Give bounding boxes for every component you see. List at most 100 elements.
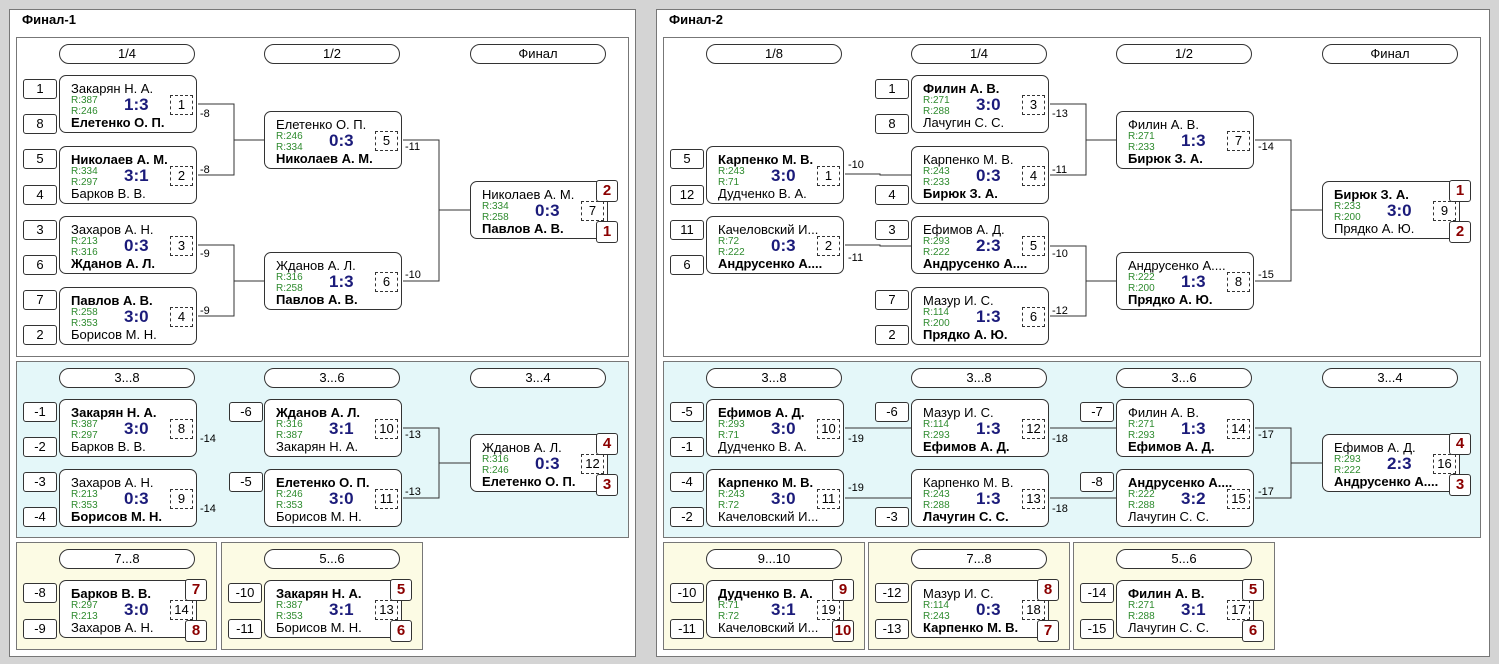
match-card[interactable]: Елетенко О. П. R:246 R:353 3:0 11 Борисо… <box>264 469 402 527</box>
player-2-rating: R:222 <box>718 247 745 258</box>
loser-destination: -13 <box>405 486 421 498</box>
match-card[interactable]: Закарян Н. А. R:387 R:246 1:3 1 Елетенко… <box>59 75 197 133</box>
match-card[interactable]: Мазур И. С. R:114 R:243 0:3 18 Карпенко … <box>911 580 1049 638</box>
match-card[interactable]: Николаев А. М. R:334 R:297 3:1 2 Барков … <box>59 146 197 204</box>
player-1-rating: R:271 <box>1128 419 1155 430</box>
player-1-rating: R:114 <box>923 419 949 430</box>
loser-destination: -8 <box>200 164 210 176</box>
match-card[interactable]: Андрусенко А.... R:222 R:288 3:2 15 Лачу… <box>1116 469 1254 527</box>
place-badge: 3 <box>1449 474 1471 496</box>
match-card[interactable]: Ефимов А. Д. R:293 R:222 2:3 16 Андрусен… <box>1322 434 1460 492</box>
seed-box: 6 <box>670 255 704 275</box>
match-card[interactable]: Филин А. В. R:271 R:288 3:0 3 Лачугин С.… <box>911 75 1049 133</box>
player-1-name: Захаров А. Н. <box>71 475 154 490</box>
player-2-rating: R:288 <box>1128 611 1155 622</box>
match-card[interactable]: Захаров А. Н. R:213 R:316 0:3 3 Жданов А… <box>59 216 197 274</box>
player-2-rating: R:293 <box>923 430 950 441</box>
player-1-rating: R:246 <box>276 489 303 500</box>
loser-destination: -13 <box>1052 108 1068 120</box>
match-score: 0:3 <box>771 236 796 255</box>
match-score: 0:3 <box>535 201 560 220</box>
seed-box: 1 <box>875 79 909 99</box>
match-card[interactable]: Елетенко О. П. R:246 R:334 0:3 5 Николае… <box>264 111 402 169</box>
match-card[interactable]: Андрусенко А.... R:222 R:200 1:3 8 Прядк… <box>1116 252 1254 310</box>
match-score: 1:3 <box>1181 272 1206 291</box>
loser-destination: -10 <box>1052 248 1068 260</box>
player-2-name: Карпенко М. В. <box>923 620 1019 635</box>
match-card[interactable]: Закарян Н. А. R:387 R:353 3:1 13 Борисов… <box>264 580 402 638</box>
player-1-name: Филин А. В. <box>1128 586 1205 601</box>
player-2-rating: R:246 <box>482 465 509 476</box>
match-number: 4 <box>1022 166 1045 186</box>
player-1-name: Закарян Н. А. <box>71 405 157 420</box>
match-card[interactable]: Качеловский И... R:72 R:222 0:3 2 Андрус… <box>706 216 844 274</box>
loser-destination: -17 <box>1258 429 1274 441</box>
player-2-rating: R:222 <box>1334 465 1361 476</box>
seed-box: -5 <box>229 472 263 492</box>
player-2-name: Борисов М. Н. <box>276 620 362 635</box>
match-number: 14 <box>1227 419 1250 439</box>
player-2-rating: R:71 <box>718 430 740 441</box>
match-score: 0:3 <box>124 236 149 255</box>
match-score: 0:3 <box>976 600 1001 619</box>
player-2-name: Качеловский И... <box>718 509 819 524</box>
match-card[interactable]: Карпенко М. В. R:243 R:233 0:3 4 Бирюк З… <box>911 146 1049 204</box>
player-1-rating: R:271 <box>923 95 950 106</box>
player-2-name: Лачугин С. С. <box>923 115 1005 130</box>
match-card[interactable]: Жданов А. Л. R:316 R:387 3:1 10 Закарян … <box>264 399 402 457</box>
match-card[interactable]: Карпенко М. В. R:243 R:288 1:3 13 Лачуги… <box>911 469 1049 527</box>
seed-box: 7 <box>875 290 909 310</box>
match-card[interactable]: Николаев А. М. R:334 R:258 0:3 7 Павлов … <box>470 181 608 239</box>
match-card[interactable]: Ефимов А. Д. R:293 R:71 3:0 10 Дудченко … <box>706 399 844 457</box>
match-card[interactable]: Павлов А. В. R:258 R:353 3:0 4 Борисов М… <box>59 287 197 345</box>
player-1-name: Мазур И. С. <box>923 405 994 420</box>
match-score: 1:3 <box>124 95 149 114</box>
player-2-name: Прядко А. Ю. <box>1334 221 1415 236</box>
player-2-name: Павлов А. В. <box>276 292 358 307</box>
match-card[interactable]: Карпенко М. В. R:243 R:71 3:0 1 Дудченко… <box>706 146 844 204</box>
player-1-name: Ефимов А. Д. <box>1334 440 1416 455</box>
match-score: 3:0 <box>771 419 796 438</box>
match-card[interactable]: Мазур И. С. R:114 R:200 1:3 6 Прядко А. … <box>911 287 1049 345</box>
match-number: 10 <box>375 419 398 439</box>
player-1-name: Карпенко М. В. <box>718 475 814 490</box>
player-1-rating: R:316 <box>482 454 509 465</box>
round-label: 1/8 <box>706 44 842 64</box>
match-card[interactable]: Дудченко В. А. R:71 R:72 3:1 19 Качеловс… <box>706 580 844 638</box>
player-1-rating: R:243 <box>923 489 950 500</box>
player-2-rating: R:353 <box>71 318 98 329</box>
match-card[interactable]: Барков В. В. R:297 R:213 3:0 14 Захаров … <box>59 580 197 638</box>
match-card[interactable]: Жданов А. Л. R:316 R:246 0:3 12 Елетенко… <box>470 434 608 492</box>
seed-box: -2 <box>23 437 57 457</box>
loser-destination: -14 <box>200 433 216 445</box>
match-number: 13 <box>1022 489 1045 509</box>
match-card[interactable]: Филин А. В. R:271 R:293 1:3 14 Ефимов А.… <box>1116 399 1254 457</box>
player-1-name: Закарян Н. А. <box>71 81 154 96</box>
player-2-rating: R:222 <box>923 247 950 258</box>
seed-box: -5 <box>670 402 704 422</box>
match-card[interactable]: Закарян Н. А. R:387 R:297 3:0 8 Барков В… <box>59 399 197 457</box>
player-1-name: Жданов А. Л. <box>276 258 356 273</box>
match-card[interactable]: Жданов А. Л. R:316 R:258 1:3 6 Павлов А.… <box>264 252 402 310</box>
seed-box: 3 <box>875 220 909 240</box>
seed-box: -7 <box>1080 402 1114 422</box>
match-card[interactable]: Филин А. В. R:271 R:233 1:3 7 Бирюк З. А… <box>1116 111 1254 169</box>
player-2-rating: R:334 <box>276 142 303 153</box>
final-1-title: Финал-1 <box>22 12 76 27</box>
seed-box: -1 <box>670 437 704 457</box>
match-score: 3:1 <box>124 166 149 185</box>
player-1-rating: R:271 <box>1128 600 1155 611</box>
player-2-rating: R:387 <box>276 430 303 441</box>
match-card[interactable]: Мазур И. С. R:114 R:293 1:3 12 Ефимов А.… <box>911 399 1049 457</box>
player-1-rating: R:316 <box>276 272 303 283</box>
match-card[interactable]: Ефимов А. Д. R:293 R:222 2:3 5 Андрусенк… <box>911 216 1049 274</box>
match-score: 3:1 <box>1181 600 1206 619</box>
match-card[interactable]: Захаров А. Н. R:213 R:353 0:3 9 Борисов … <box>59 469 197 527</box>
match-number: 12 <box>581 454 604 474</box>
match-card[interactable]: Карпенко М. В. R:243 R:72 3:0 11 Качелов… <box>706 469 844 527</box>
player-2-name: Борисов М. Н. <box>71 327 157 342</box>
player-1-rating: R:114 <box>923 600 949 611</box>
match-card[interactable]: Филин А. В. R:271 R:288 3:1 17 Лачугин С… <box>1116 580 1254 638</box>
match-card[interactable]: Бирюк З. А. R:233 R:200 3:0 9 Прядко А. … <box>1322 181 1460 239</box>
match-score: 0:3 <box>329 131 354 150</box>
